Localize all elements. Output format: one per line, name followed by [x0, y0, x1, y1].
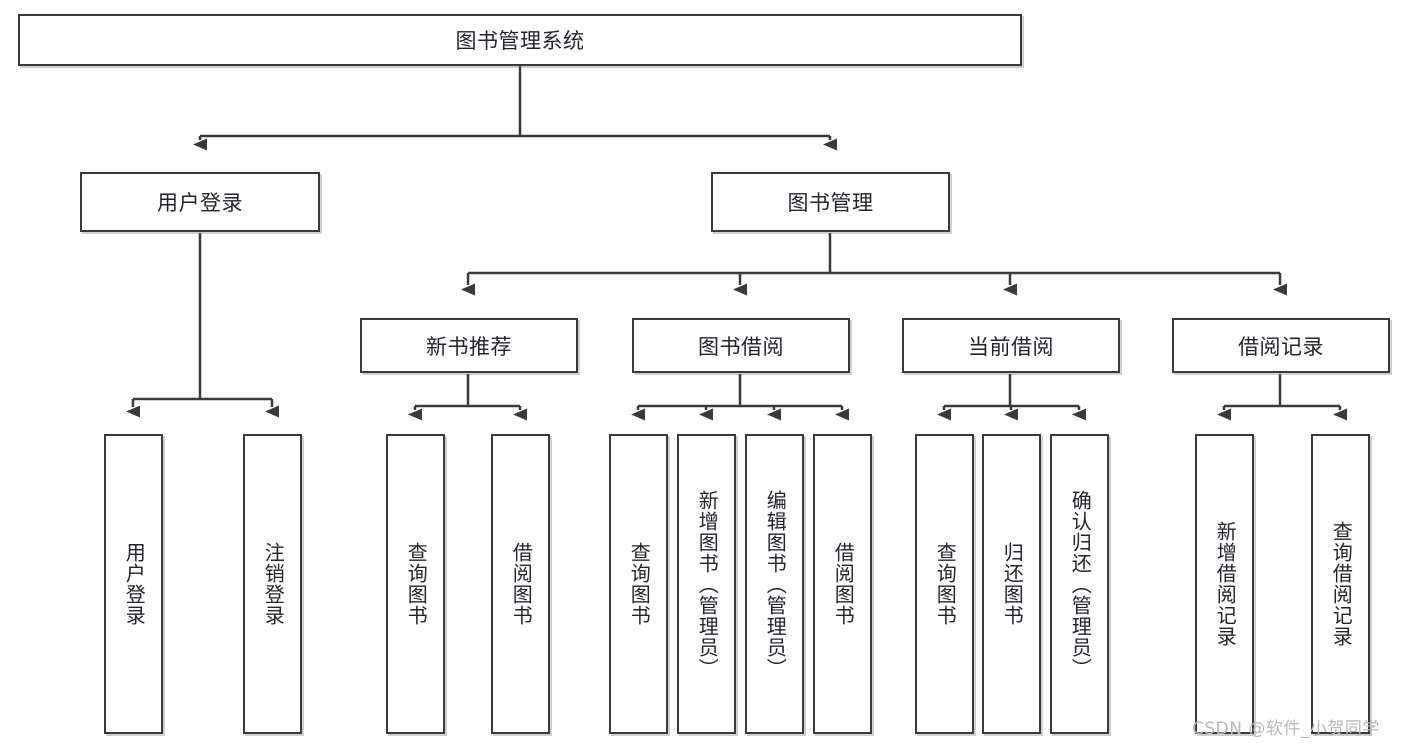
node-user-login-label: 用户登录: [157, 191, 243, 215]
node-leaf-confirm-return[interactable]: 确认归还（管理员）: [1050, 434, 1109, 734]
node-borrow-record-label: 借阅记录: [1238, 334, 1324, 359]
node-leaf-add-book[interactable]: 新增图书（管理员）: [677, 434, 736, 734]
node-current-borrow[interactable]: 当前借阅: [902, 318, 1120, 373]
node-leaf-return-book[interactable]: 归还图书: [982, 434, 1041, 734]
node-leaf-user-login-label: 用户登录: [122, 542, 147, 626]
node-leaf-query-book-1[interactable]: 查询图书: [386, 434, 445, 734]
node-book-borrow-label: 图书借阅: [698, 334, 784, 359]
node-root-label: 图书管理系统: [455, 29, 585, 53]
node-leaf-add-book-label: 新增图书（管理员）: [695, 489, 720, 679]
node-leaf-edit-book[interactable]: 编辑图书（管理员）: [745, 434, 804, 734]
node-leaf-query-book-2-label: 查询图书: [627, 542, 652, 626]
node-leaf-logout-login-label: 注销登录: [261, 542, 286, 626]
node-leaf-query-book-3-label: 查询图书: [933, 542, 958, 626]
node-leaf-query-book-2[interactable]: 查询图书: [609, 434, 668, 734]
node-leaf-edit-book-label: 编辑图书（管理员）: [763, 489, 788, 679]
node-leaf-confirm-return-label: 确认归还（管理员）: [1068, 489, 1093, 679]
node-leaf-user-login[interactable]: 用户登录: [104, 434, 163, 734]
node-borrow-record[interactable]: 借阅记录: [1172, 318, 1390, 373]
node-leaf-add-record[interactable]: 新增借阅记录: [1195, 434, 1254, 734]
watermark: CSDN @软件_小贺同学: [1192, 719, 1380, 739]
node-new-book-recommend[interactable]: 新书推荐: [360, 318, 578, 373]
node-leaf-query-book-3[interactable]: 查询图书: [915, 434, 974, 734]
node-new-book-recommend-label: 新书推荐: [426, 334, 512, 359]
node-root[interactable]: 图书管理系统: [18, 14, 1022, 66]
node-leaf-borrow-book-2[interactable]: 借阅图书: [813, 434, 872, 734]
node-current-borrow-label: 当前借阅: [968, 334, 1054, 359]
node-leaf-query-record[interactable]: 查询借阅记录: [1311, 434, 1370, 734]
node-leaf-logout-login[interactable]: 注销登录: [243, 434, 302, 734]
node-leaf-borrow-book-1-label: 借阅图书: [509, 542, 534, 626]
node-book-borrow[interactable]: 图书借阅: [632, 318, 850, 373]
node-book-manage-label: 图书管理: [787, 191, 874, 215]
node-book-manage[interactable]: 图书管理: [711, 172, 950, 232]
node-user-login[interactable]: 用户登录: [80, 172, 320, 232]
node-leaf-query-record-label: 查询借阅记录: [1329, 521, 1354, 647]
node-leaf-add-record-label: 新增借阅记录: [1213, 521, 1238, 647]
node-leaf-borrow-book-1[interactable]: 借阅图书: [491, 434, 550, 734]
node-leaf-borrow-book-2-label: 借阅图书: [831, 542, 856, 626]
node-leaf-query-book-1-label: 查询图书: [404, 542, 429, 626]
node-leaf-return-book-label: 归还图书: [1000, 542, 1025, 626]
